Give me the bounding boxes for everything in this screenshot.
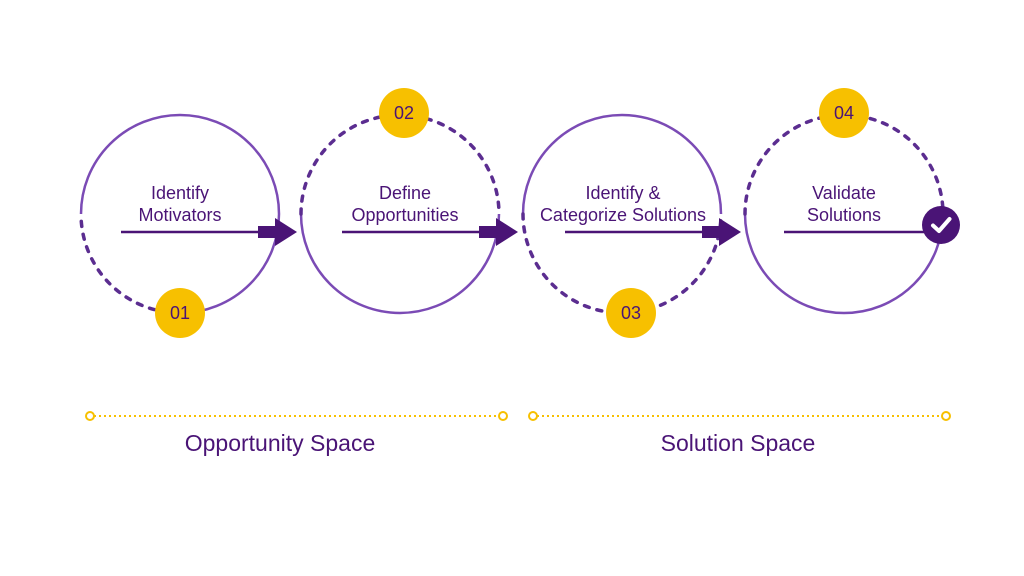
step-2-number-badge: 02: [379, 88, 429, 138]
step-1-title-line1: Identify: [150, 183, 210, 203]
arrow-right-icon: [121, 218, 297, 246]
step-1-number-badge: 01: [155, 288, 205, 338]
step-3-title-line1: Identify &: [585, 183, 661, 203]
step-2-title-line2: Opportunities: [351, 205, 459, 225]
step-3-title-line2: Categorize Solutions: [539, 205, 707, 225]
step-1-title-line2: Motivators: [138, 205, 222, 225]
step-4-title-line2: Solutions: [806, 205, 882, 225]
step-3-label: Identify & Categorize Solutions: [513, 182, 733, 226]
step-2-title-line1: Define: [378, 183, 432, 203]
step-4-title-line1: Validate: [812, 183, 876, 203]
step-4-label: Validate Solutions: [744, 182, 944, 226]
arrow-right-icon: [565, 218, 741, 246]
opportunity-space-line: [85, 411, 508, 421]
check-circle-icon: [922, 206, 960, 244]
step-1-label: Identify Motivators: [80, 182, 280, 226]
step-3-number-badge: 03: [606, 288, 656, 338]
step-4-number-badge: 04: [819, 88, 869, 138]
solution-space-label: Solution Space: [660, 430, 816, 456]
solution-space-line: [528, 411, 951, 421]
opportunity-space-label: Opportunity Space: [184, 430, 376, 456]
step-2-label: Define Opportunities: [305, 182, 505, 226]
arrow-right-icon: [342, 218, 518, 246]
